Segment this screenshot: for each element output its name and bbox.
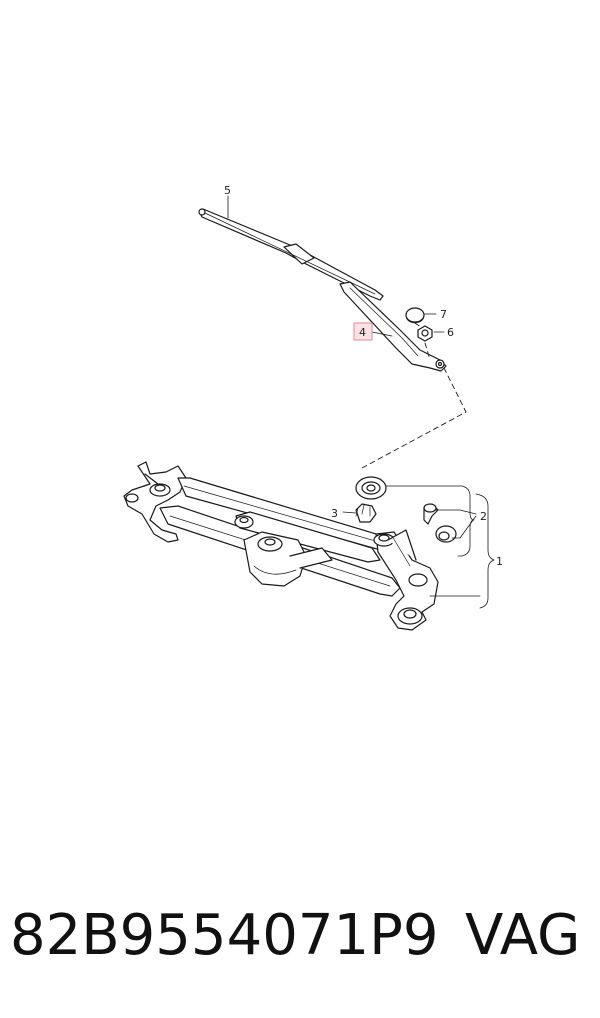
leader-lines (227, 195, 495, 609)
callout-3: 3 (331, 507, 338, 520)
callout-1: 1 (496, 555, 503, 568)
nut-part-6 (417, 325, 433, 342)
callout-7: 7 (440, 308, 447, 321)
wiper-blade-part-5 (198, 208, 384, 301)
bushing-part-3 (355, 503, 377, 523)
callout-6: 6 (447, 326, 454, 339)
bearing-part-2 (355, 476, 457, 543)
wiper-assembly-diagram: 5 4 7 6 3 2 1 (123, 184, 503, 631)
wiper-linkage-part-1 (123, 461, 439, 631)
dashed-connectors (361, 322, 467, 469)
part-number-label: 82B9554071P9 (10, 903, 439, 968)
wiper-arm-part-4 (339, 281, 447, 372)
callout-5: 5 (224, 184, 231, 197)
cap-part-7 (405, 307, 425, 324)
brand-label: VAG (465, 903, 581, 968)
callout-2: 2 (480, 510, 487, 523)
callout-4-highlight (353, 322, 373, 341)
callout-4: 4 (359, 326, 366, 339)
